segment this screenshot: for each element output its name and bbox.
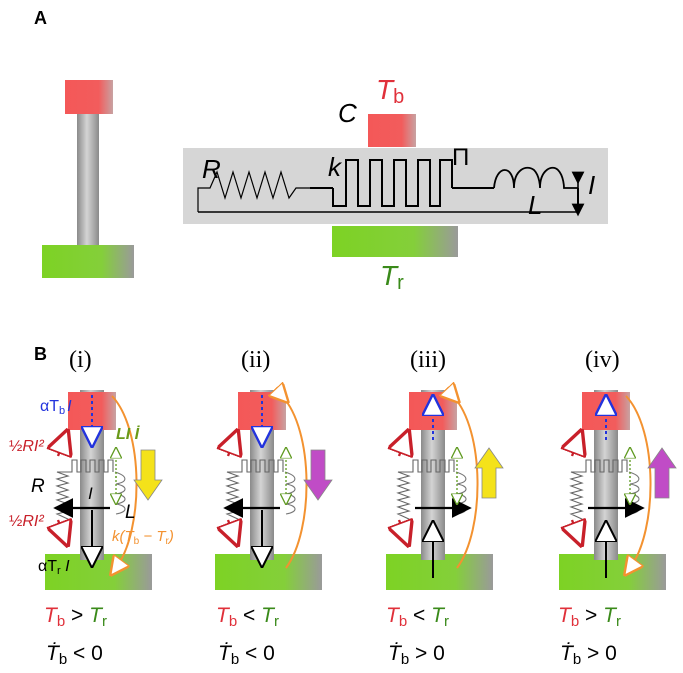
annot-half-ri2-top: ½RI²	[9, 438, 44, 456]
label-r: R	[202, 154, 221, 184]
annot-alpha-tb-sub: b	[59, 405, 66, 417]
joule-arrow-bot-3	[399, 520, 405, 536]
annot-alpha-tr-sub: r	[57, 565, 61, 577]
conductor-4	[584, 459, 628, 473]
rod	[77, 114, 99, 248]
resistor-2	[225, 471, 241, 521]
annot-i: I	[88, 484, 93, 503]
label-tr-main: T	[380, 260, 398, 291]
joule-arrow-top-4	[572, 440, 578, 456]
rate-arrow-1	[133, 449, 163, 501]
temperature-condition-4: Tb > Tr	[558, 604, 621, 630]
joule-arrow-top-1	[58, 440, 64, 456]
temperature-condition-2: Tb < Tr	[216, 604, 279, 630]
joule-arrow-bot-4	[572, 520, 578, 536]
rate-arrow-3	[474, 447, 504, 499]
annot-alpha-tr-text: αT	[38, 558, 58, 575]
annot-k-flux-end: )	[168, 528, 174, 545]
label-tb-main: T	[376, 74, 394, 105]
top-block-3	[409, 392, 457, 430]
label-l: L	[528, 190, 543, 220]
temperature-condition-1: Tb > Tr	[44, 604, 107, 630]
annot-k-flux-r: r	[165, 536, 169, 547]
label-tr-sub: r	[397, 272, 404, 294]
rod-bottom-block	[42, 245, 134, 278]
annot-k-flux-a: k(T	[112, 528, 134, 545]
annot-k-flux-b: b	[133, 536, 140, 547]
rate-condition-1: Ṫb < 0	[46, 642, 103, 668]
joule-arrow-top-3	[399, 440, 405, 456]
resistor-4	[569, 471, 585, 521]
annot-ri2-top: RI²	[22, 438, 44, 455]
resistor-1	[55, 471, 71, 521]
panel-a-diagram	[42, 80, 608, 278]
annot-l: L	[125, 502, 136, 523]
rate-condition-3: Ṫb > 0	[388, 642, 445, 668]
column-label-ii: (ii)	[241, 347, 271, 373]
temperature-condition-3: Tb < Tr	[386, 604, 449, 630]
rod-top-block	[65, 80, 113, 114]
conductor-1	[70, 459, 114, 473]
label-c: C	[338, 98, 357, 128]
joule-arrow-bot-1	[58, 520, 64, 536]
panel-b-letter: B	[34, 344, 47, 364]
label-tr: Tr	[380, 260, 404, 295]
label-tb-sub: b	[393, 86, 405, 108]
label-k: k	[328, 152, 341, 182]
resistor	[197, 169, 310, 212]
resistor-3	[396, 471, 412, 521]
annot-half-ri2-bot: ½RI²	[9, 513, 44, 531]
joule-arrow-bot-2	[228, 520, 234, 536]
thermal-conductor	[332, 159, 453, 207]
annot-alpha-tb-end: I	[67, 398, 72, 415]
annot-alpha-tr: αTr I	[38, 558, 70, 577]
heat-flux-arc-3	[453, 396, 479, 569]
rate-arrow-4	[647, 447, 677, 499]
panel-a-letter: A	[34, 8, 47, 28]
top-block-1	[68, 392, 116, 430]
label-tb: Tb	[376, 74, 404, 109]
label-i: I	[588, 170, 596, 200]
rate-arrow-2	[303, 449, 333, 501]
inductor	[493, 166, 578, 189]
label-pi: Π	[452, 144, 470, 171]
annot-half-top: ½	[9, 438, 23, 455]
top-block-4	[582, 392, 630, 430]
conductor-2	[240, 459, 284, 473]
annot-ri2-bot: RI²	[22, 513, 44, 530]
annot-r: R	[31, 476, 45, 497]
capacitor-block	[368, 114, 416, 147]
column-label-i: (i)	[69, 347, 92, 373]
annot-alpha-tb-text: αT	[40, 398, 60, 415]
annot-half-bot: ½	[9, 513, 23, 530]
rate-condition-2: Ṫb < 0	[218, 642, 275, 668]
annot-k-flux-mid: − T	[139, 528, 166, 545]
column-label-iii: (iii)	[410, 347, 446, 373]
column-label-iv: (iv)	[585, 347, 620, 373]
conductor-3	[411, 459, 455, 473]
annot-lidot: LI İ	[116, 426, 140, 443]
rate-condition-4: Ṫb > 0	[560, 642, 617, 668]
joule-arrow-top-2	[228, 440, 234, 456]
heat-flux-arc-4	[626, 395, 652, 568]
reservoir-block	[332, 226, 458, 257]
panel-b-diagrams	[45, 330, 677, 590]
annot-alpha-tr-end: I	[60, 558, 70, 575]
annot-k-flux: k(Tb − Tr)	[112, 528, 174, 547]
